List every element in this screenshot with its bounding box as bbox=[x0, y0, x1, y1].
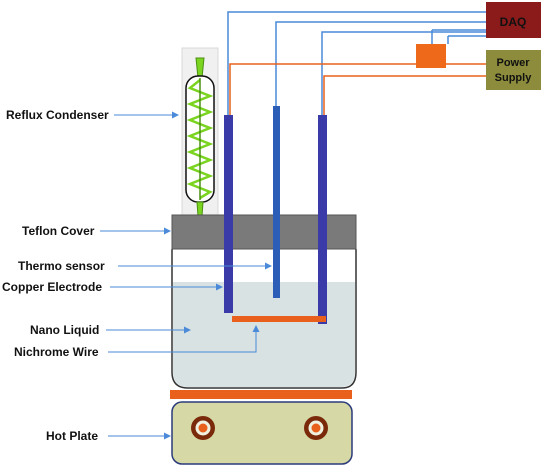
power-supply-label-line1: Power bbox=[496, 57, 530, 69]
label-reflux-condenser: Reflux Condenser bbox=[6, 108, 109, 122]
daq-box: DAQ bbox=[486, 2, 541, 38]
burner-right-icon bbox=[304, 416, 328, 440]
power-supply-label-line2: Supply bbox=[495, 72, 533, 84]
label-copper-electrode: Copper Electrode bbox=[2, 280, 102, 294]
callout-hot-plate: Hot Plate bbox=[46, 429, 171, 443]
callout-reflux-condenser: Reflux Condenser bbox=[6, 108, 179, 122]
copper-electrode-right bbox=[318, 115, 327, 324]
hot-plate bbox=[171, 401, 353, 465]
label-nichrome-wire: Nichrome Wire bbox=[14, 345, 99, 359]
burner-left-icon bbox=[191, 416, 215, 440]
nano-liquid bbox=[173, 282, 355, 387]
label-hot-plate: Hot Plate bbox=[46, 429, 98, 443]
thermo-sensor-probe bbox=[273, 106, 280, 298]
label-thermo-sensor: Thermo sensor bbox=[18, 259, 105, 273]
callout-nano-liquid: Nano Liquid bbox=[30, 323, 191, 337]
callout-copper-electrode: Copper Electrode bbox=[2, 280, 223, 294]
callout-teflon-cover: Teflon Cover bbox=[22, 224, 171, 238]
power-wires bbox=[229, 63, 486, 115]
label-teflon-cover: Teflon Cover bbox=[22, 224, 95, 238]
shunt-resistor bbox=[416, 29, 486, 68]
daq-label: DAQ bbox=[500, 15, 527, 29]
hot-plate-top bbox=[170, 390, 352, 399]
reflux-condenser bbox=[181, 47, 219, 219]
callout-nichrome-wire: Nichrome Wire bbox=[14, 325, 260, 359]
label-nano-liquid: Nano Liquid bbox=[30, 323, 99, 337]
power-supply-box: Power Supply bbox=[486, 50, 541, 90]
nichrome-wire bbox=[232, 316, 326, 322]
callout-thermo-sensor: Thermo sensor bbox=[18, 259, 272, 273]
teflon-cover bbox=[171, 214, 357, 250]
copper-electrode-left bbox=[224, 115, 233, 313]
